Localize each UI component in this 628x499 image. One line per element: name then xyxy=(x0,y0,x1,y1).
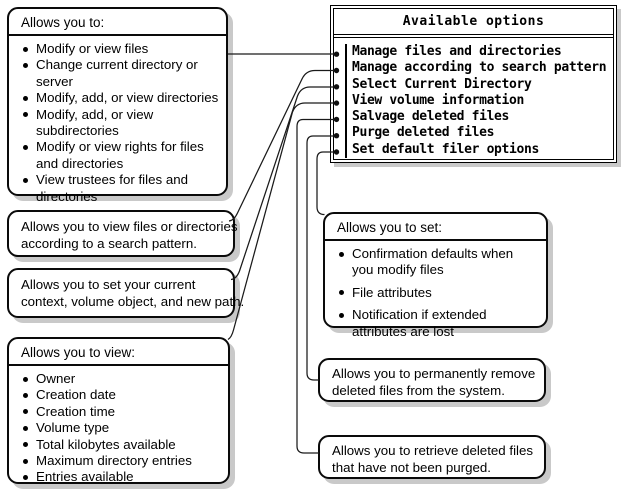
bullet-item: Creation date xyxy=(9,387,224,403)
callout-search-pattern: Allows you to view files or directories … xyxy=(7,210,238,257)
bullet-item: Creation time xyxy=(9,404,224,420)
callout-header: Allows you to: xyxy=(9,9,226,36)
callout-set-defaults: Allows you to set: Confirmation defaults… xyxy=(323,212,548,339)
callout-bullet-list: Confirmation defaults when you modify fi… xyxy=(325,241,546,340)
callout-text: Allows you to set your current xyxy=(21,277,196,292)
bullet-item-wrap: you modify files xyxy=(352,262,444,278)
bullet-item: Volume type xyxy=(9,420,224,436)
menu-item-default-options[interactable]: Set default filer options xyxy=(352,141,539,157)
bullet-item: Maximum directory entries xyxy=(9,453,224,469)
menu-list: Manage files and directories Manage acco… xyxy=(345,44,613,159)
menu-item-select-directory[interactable]: Select Current Directory xyxy=(352,76,532,92)
bullet-item-wrap: directories xyxy=(36,188,98,204)
connector-volume-information xyxy=(227,102,336,341)
bullet-item: Modify or view files xyxy=(9,41,222,57)
callout-current-context: Allows you to set your current context, … xyxy=(7,268,245,318)
menu-item-search-pattern[interactable]: Manage according to search pattern xyxy=(352,60,607,76)
connector-current-directory xyxy=(230,86,336,281)
bullet-item: Modify, add, or view xyxy=(9,107,222,123)
callout-header: Allows you to set: xyxy=(325,214,546,241)
bullet-item-wrap: attributes are lost xyxy=(352,323,454,339)
bullet-item: Notification if extended xyxy=(325,307,542,323)
connector-search-pattern xyxy=(228,69,336,222)
menu-item-salvage[interactable]: Salvage deleted files xyxy=(352,109,510,125)
callout-text: Allows you to retrieve deleted files xyxy=(332,443,534,458)
menu-title: Available options xyxy=(334,9,613,35)
callout-purge: Allows you to permanently remove deleted… xyxy=(318,358,546,402)
bullet-item: Modify or view rights for files xyxy=(9,139,222,155)
menu-item-purge[interactable]: Purge deleted files xyxy=(352,125,495,141)
callout-text: deleted files from the system. xyxy=(332,382,505,398)
bullet-item-wrap: server xyxy=(36,73,73,89)
callout-text: Allows you to view files or directories xyxy=(21,219,238,234)
callout-volume-info: Allows you to view: Owner Creation date … xyxy=(7,337,230,484)
bullet-item: Entries available xyxy=(9,469,224,485)
callout-text: according to a search pattern. xyxy=(21,235,197,251)
bullet-item: File attributes xyxy=(325,285,542,301)
bullet-item: Modify, add, or view directories xyxy=(9,90,222,106)
bullet-item-wrap: subdirectories xyxy=(36,123,119,139)
available-options-menu: Available options Manage files and direc… xyxy=(330,5,617,163)
menu-item-volume-info[interactable]: View volume information xyxy=(352,92,524,108)
bullet-item: Confirmation defaults when xyxy=(325,246,542,262)
bullet-item: Total kilobytes available xyxy=(9,437,224,453)
callout-salvage: Allows you to retrieve deleted files tha… xyxy=(318,435,546,479)
callout-bullet-list: Owner Creation date Creation time Volume… xyxy=(9,366,228,486)
bullet-item: Owner xyxy=(9,371,224,387)
callout-manage-files: Allows you to: Modify or view files Chan… xyxy=(7,7,228,204)
bullet-item: Change current directory or xyxy=(9,57,222,73)
callout-header: Allows you to view: xyxy=(9,339,228,366)
menu-body: Manage files and directories Manage acco… xyxy=(334,37,613,159)
callout-text: that have not been purged. xyxy=(332,459,491,475)
bullet-item-wrap: and directories xyxy=(36,155,124,171)
menu-item-manage-files[interactable]: Manage files and directories xyxy=(352,44,562,59)
callout-text: context, volume object, and new path. xyxy=(21,293,245,309)
menu-frame: Available options Manage files and direc… xyxy=(333,8,614,160)
bullet-item: View trustees for files and xyxy=(9,172,222,188)
callout-text: Allows you to permanently remove xyxy=(332,366,536,381)
callout-bullet-list: Modify or view files Change current dire… xyxy=(9,36,226,205)
